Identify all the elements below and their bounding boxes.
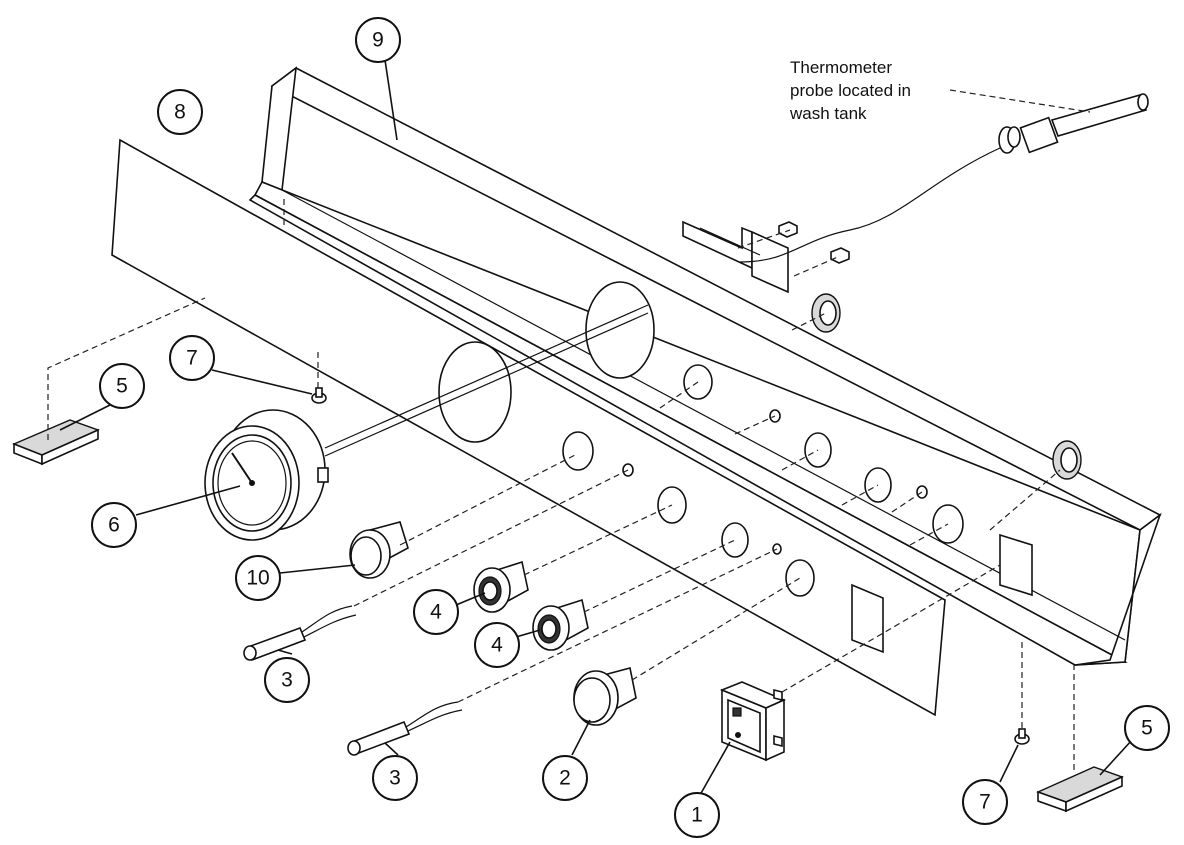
callout-8-label: 8 [174, 101, 186, 124]
callout-3-lower-label: 3 [389, 767, 401, 790]
callout-7-left-label: 7 [186, 347, 198, 370]
screw-left [311, 387, 327, 404]
callout-9-label: 9 [372, 29, 384, 52]
callout-5-left-label: 5 [116, 375, 128, 398]
callout-5-right: 5 [1124, 705, 1170, 751]
control-panel-housing [248, 66, 1162, 666]
indicator-lamp-lower [532, 598, 589, 651]
push-button-component [573, 667, 637, 726]
callout-7-left: 7 [169, 335, 215, 381]
callout-2: 2 [542, 755, 588, 801]
screw-right [1014, 728, 1030, 745]
leader-lines [59, 59, 1133, 796]
callout-7-right-label: 7 [979, 791, 991, 814]
pilot-light-component [349, 521, 409, 579]
callout-4-lower: 4 [474, 622, 520, 668]
callout-8: 8 [157, 89, 203, 135]
callout-10-label: 10 [246, 567, 269, 590]
callout-6-label: 6 [108, 514, 120, 537]
indicator-lamp-upper [473, 560, 529, 613]
rubber-foot-left [12, 419, 100, 466]
callout-10: 10 [235, 555, 281, 601]
thermometer-probe-assembly [682, 93, 1149, 480]
callout-4-lower-label: 4 [491, 634, 503, 657]
callout-3-lower: 3 [372, 755, 418, 801]
rocker-switch-component [719, 681, 786, 762]
callout-2-label: 2 [559, 767, 571, 790]
note-line-2: probe located in [790, 81, 911, 100]
callout-5-right-label: 5 [1141, 717, 1153, 740]
assembly-guide-lines [47, 89, 1091, 770]
sensor-probe-upper [243, 605, 357, 662]
sensor-probe-lower [347, 701, 463, 756]
callout-7-right: 7 [962, 779, 1008, 825]
rubber-foot-right [1036, 766, 1124, 813]
callout-1-label: 1 [691, 804, 703, 827]
callout-9: 9 [355, 17, 401, 63]
callout-4-upper: 4 [413, 589, 459, 635]
note-line-3: wash tank [789, 104, 867, 123]
front-label-panel [111, 138, 946, 717]
note-line-1: Thermometer [790, 58, 892, 77]
callout-3-upper: 3 [264, 657, 310, 703]
callout-6: 6 [91, 502, 137, 548]
thermometer-probe-note: Thermometer probe located in wash tank [789, 58, 911, 123]
thermometer-stem [324, 304, 649, 457]
callout-5-left: 5 [99, 363, 145, 409]
callout-4-upper-label: 4 [430, 601, 442, 624]
callout-3-upper-label: 3 [281, 669, 293, 692]
callout-1: 1 [674, 792, 720, 838]
thermometer-gauge [204, 409, 329, 541]
